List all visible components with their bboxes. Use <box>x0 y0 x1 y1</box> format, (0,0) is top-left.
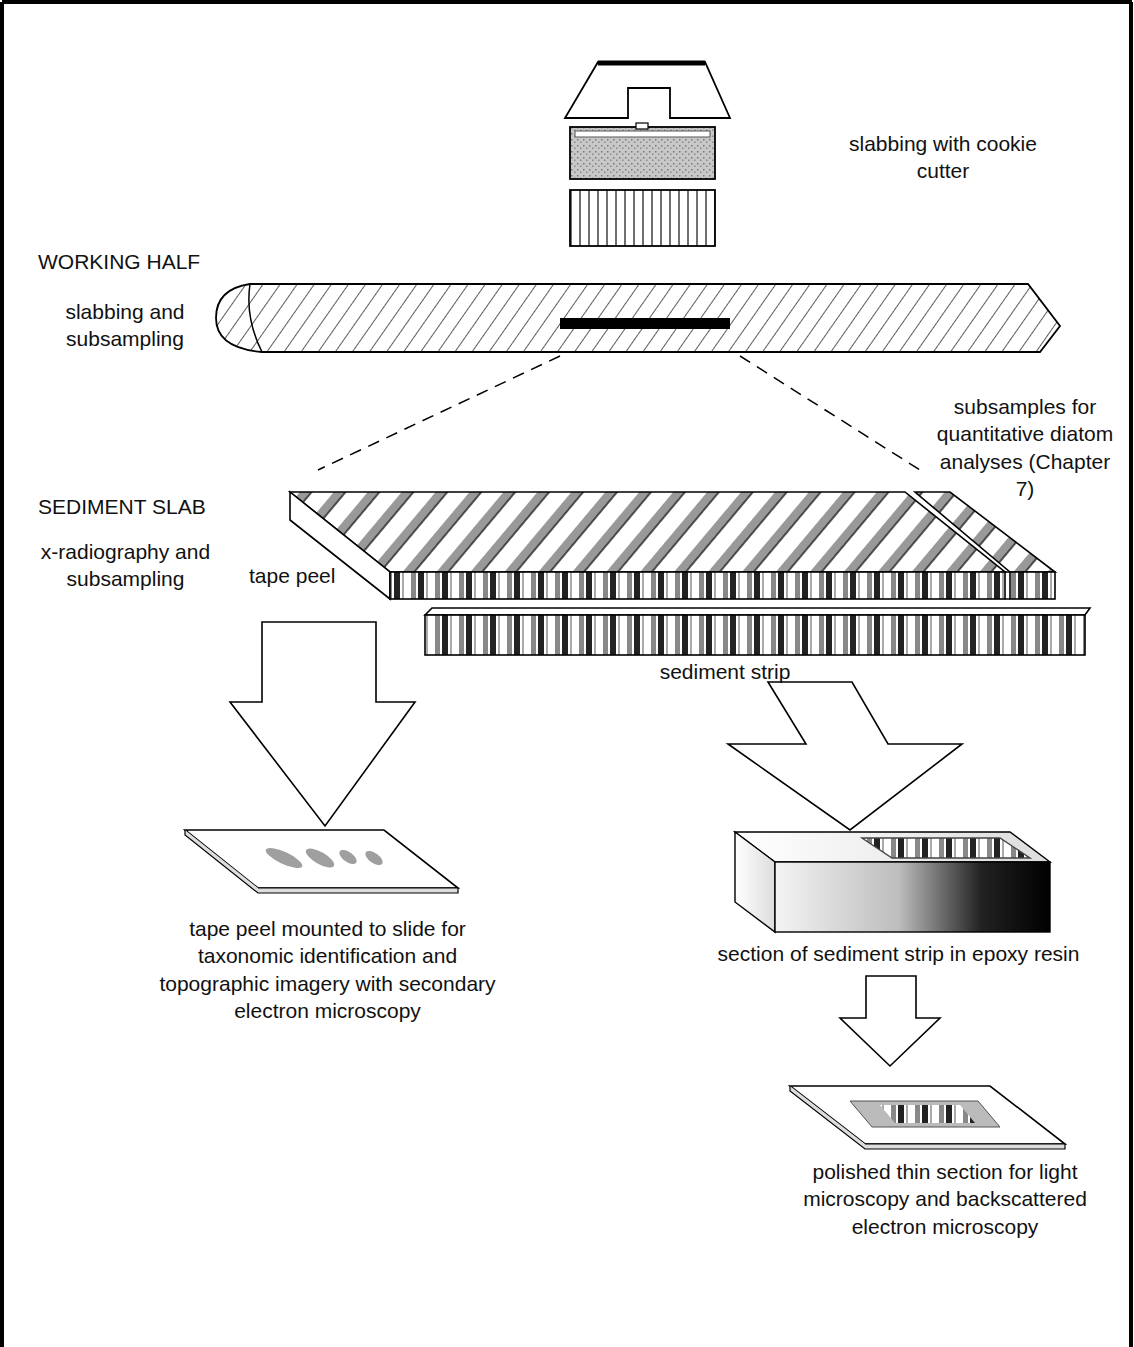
section-heading: WORKING HALF <box>38 248 298 275</box>
section-heading: SEDIMENT SLAB <box>38 493 298 520</box>
part-label: sediment strip <box>620 658 830 685</box>
note-label: subsamples for quantitative diatom analy… <box>935 393 1115 502</box>
part-label: tape peel <box>246 562 338 589</box>
output-label: tape peel mounted to slide for taxonomic… <box>150 915 505 1024</box>
sediment-slab <box>290 492 1055 599</box>
step-label: slabbing with cookie cutter <box>838 130 1048 185</box>
core-working-half <box>216 284 1060 352</box>
output-label: polished thin section for light microsco… <box>790 1158 1100 1240</box>
sediment-strip <box>425 608 1090 655</box>
cookie-cutter <box>565 62 730 246</box>
thin-section-slide <box>790 1086 1065 1149</box>
output-label: section of sediment strip in epoxy resin <box>671 940 1126 967</box>
projection-lines <box>318 356 920 470</box>
step-label: slabbing and subsampling <box>30 298 220 353</box>
step-label: x-radiography and subsampling <box>18 538 233 593</box>
epoxy-block <box>735 832 1050 932</box>
tape-peel-slide <box>185 830 458 893</box>
